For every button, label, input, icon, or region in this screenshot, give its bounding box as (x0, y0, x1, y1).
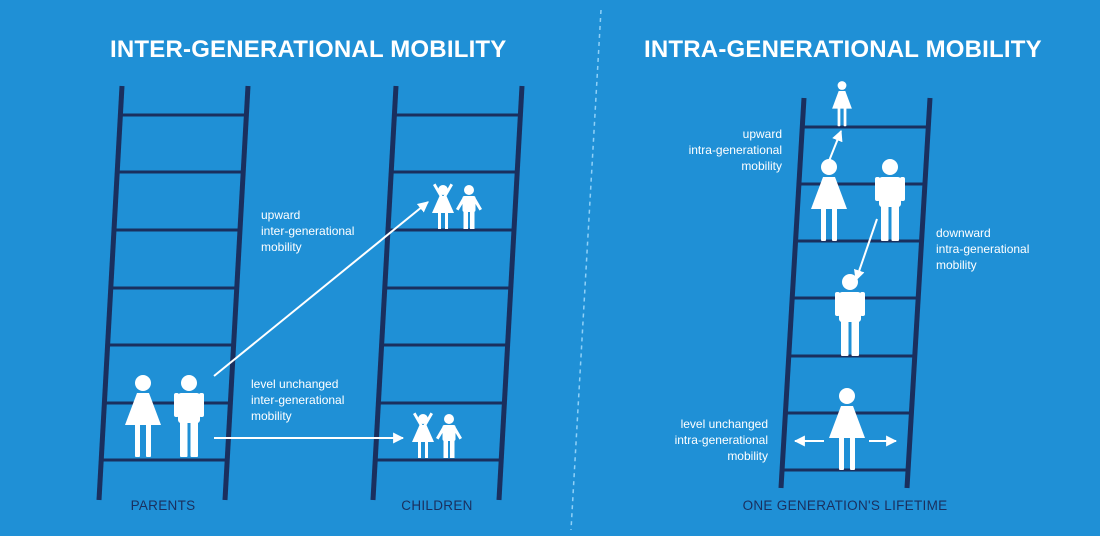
upward-intra-label: upward intra-generational mobility (688, 127, 782, 173)
bottom-woman-icon (829, 388, 865, 470)
children-caption: CHILDREN (401, 498, 473, 513)
section-divider (570, 9, 602, 531)
upward-inter-arrow-icon (213, 201, 429, 377)
downward-intra-label: downward intra-generational mobility (936, 226, 1030, 272)
unchanged-intra-label: level unchanged intra-generational mobil… (674, 417, 768, 463)
upper-woman-icon (811, 159, 847, 241)
lifetime-caption: ONE GENERATION'S LIFETIME (742, 498, 948, 513)
top-woman-icon (832, 81, 852, 127)
upward-inter-label: upward inter-generational mobility (261, 208, 355, 254)
parents-ladder-icon (96, 85, 251, 501)
child-boy-lower-icon (436, 414, 462, 458)
parent-woman-icon (125, 375, 161, 457)
middle-man-icon (835, 274, 865, 356)
child-boy-upper-icon (456, 185, 482, 229)
unchanged-inter-label: level unchanged inter-generational mobil… (251, 377, 345, 423)
inter-generational-title: INTER-GENERATIONAL MOBILITY (110, 36, 507, 63)
parent-man-icon (174, 375, 204, 457)
child-girl-upper-icon (432, 183, 454, 229)
upward-intra-arrow-icon (828, 129, 843, 162)
child-girl-lower-icon (412, 412, 434, 458)
parents-caption: PARENTS (130, 498, 196, 513)
downward-intra-arrow-icon (854, 218, 878, 282)
children-ladder-icon (370, 85, 525, 501)
intra-generational-title: INTRA-GENERATIONAL MOBILITY (644, 36, 1042, 63)
upper-man-icon (875, 159, 905, 241)
